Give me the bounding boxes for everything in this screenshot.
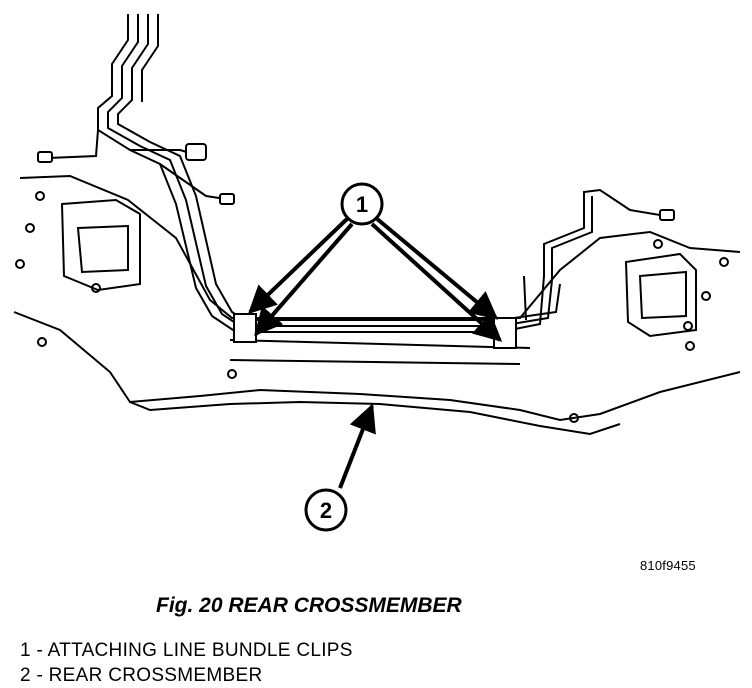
callout-2: 2 [304,403,376,532]
legend-item-2: 2 - REAR CROSSMEMBER [20,665,263,686]
callout-1: 1 [247,182,503,342]
crossmember-illustration: 1 2 [13,14,741,532]
right-bundle-clip [493,317,517,349]
figure-caption: Fig. 20 REAR CROSSMEMBER [156,594,462,617]
figure-id: 810f9455 [640,558,696,573]
legend: 1 - ATTACHING LINE BUNDLE CLIPS 2 - REAR… [20,638,353,688]
left-mount-plate [60,198,141,292]
right-mount-plate [624,252,697,338]
line-fittings [37,143,675,221]
mounting-holes [15,191,729,423]
callout-1-label: 1 [356,192,368,217]
callout-2-label: 2 [320,498,332,523]
left-bundle-clip [233,313,257,343]
legend-item-1: 1 - ATTACHING LINE BUNDLE CLIPS [20,640,353,661]
frame-body [13,174,741,436]
